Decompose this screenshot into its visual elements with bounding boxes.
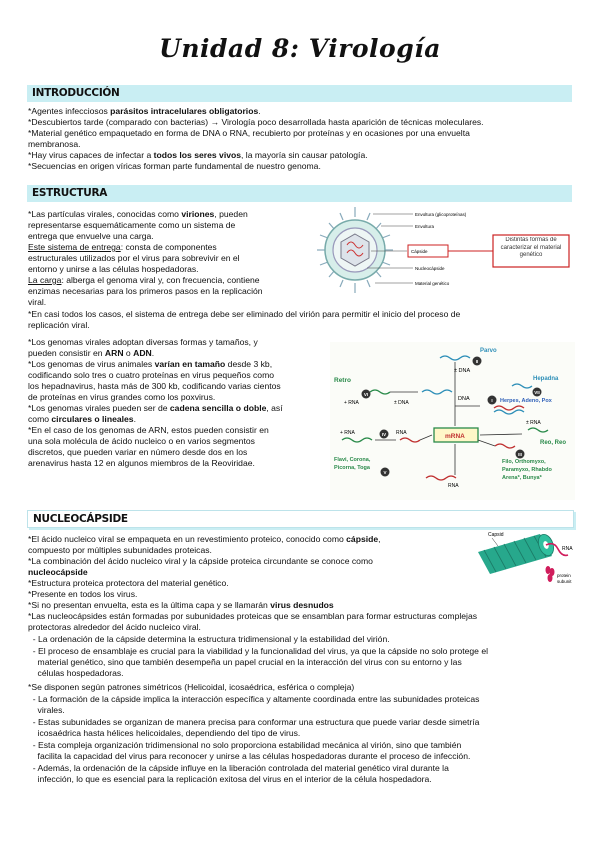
genoma-line: de proteínas en virus grandes como los p… [28,392,216,402]
genoma-line: discretos, que pueden variar en número d… [28,447,248,457]
genoma-line: como circulares o lineales. [28,414,136,424]
capsid-label: subunit [557,579,572,584]
estructura-line: entorno y unirse a las células hospedado… [28,264,199,274]
virion-icon [317,207,393,293]
nucleo-line: nucleocápside [28,567,88,577]
capsid-label: RNA [562,546,573,552]
capsid-label: Capsid [488,532,504,538]
intro-line-3: *Material genético empaquetado en forma … [28,128,470,138]
helical-capsid-icon [478,533,569,574]
estructura-line: representarse esquemáticamente como un s… [28,220,236,230]
class-number: V [383,470,386,475]
virion-callout: Distintas formas de caracterizar el mate… [500,237,562,258]
intro-line-5: *Hay virus capaces de infectar a todos l… [28,150,368,160]
intro-line-6: *Secuencias en origen víricas forman par… [28,161,321,171]
nucleo-line: - Estas subunidades se organizan de mane… [28,717,480,727]
section-header-nucleocapside: NUCLEOCÁPSIDE [27,510,574,528]
virion-diagram: Envoltura (glicoproteínas) Envoltura Nuc… [317,207,570,293]
genoma-line: *Los genomas virales pueden ser de caden… [28,403,283,413]
nucleo-line: *La combinación del ácido nucleico viral… [28,556,373,566]
genoma-line: los hepadnavirus, hasta más de 300 kb, c… [28,381,281,391]
genoma-line: codificando solo tres o cuatro proteínas… [28,370,275,380]
genoma-line: arenavirus hasta 12 en algunos miembros … [28,458,255,468]
label-reo: Reo, Reo [540,440,566,446]
page-title: Unidad 8: Virología [159,34,441,63]
intro-line-4: membranosa. [28,139,81,149]
genoma-line: *Los genomas virales adoptan diversas fo… [28,337,258,347]
estructura-line: Este sistema de entrega: consta de compo… [28,242,217,252]
nucleo-line: compuesto por múltiples subunidades prot… [28,545,212,555]
label-paramyxo: Paramyxo, Rhabdo [502,467,552,473]
class-number: IV [382,432,386,437]
class-number: VI [364,392,368,397]
intro-line-2: *Descubiertos tarde (comparado con bacte… [28,117,484,127]
estructura-line: *Las partículas virales, conocidas como … [28,209,248,219]
label-minusdna: ± DNA [394,400,409,406]
genoma-line: una sola molécula de ácido nucleico o en… [28,436,255,446]
nucleo-line: material genético, sino que también dese… [28,657,462,667]
label-picorna: Picorna, Toga [334,465,371,471]
label-dna: DNA [458,396,470,402]
nucleo-line: *El ácido nucleico viral se empaqueta en… [28,534,381,544]
label-plusrna-2: + RNA [340,430,356,436]
nucleo-line: *Presente en todos los virus. [28,589,138,599]
label-pmrna: ± RNA [526,420,541,426]
genoma-line: *En el caso de los genomas de ARN, estos… [28,425,269,435]
nucleo-line: protectoras alrededor del ácido nucleico… [28,622,201,632]
nucleo-line: - La formación de la cápside implica la … [28,694,480,704]
virion-label: Cápside [411,249,428,254]
capsid-label: protein [557,573,571,578]
estructura-line: La carga: alberga el genoma viral y, con… [28,275,260,285]
virion-label: Material genético [415,281,450,286]
nucleo-line: *Si no presentan envuelta, esta es la úl… [28,600,334,610]
nucleo-line: *Estructura proteica protectora del mate… [28,578,229,588]
nucleo-line: - Esta compleja organización tridimensio… [28,740,462,750]
capsid-diagram: Capsid RNA protein subunit [478,532,573,584]
nucleo-line: - Además, la ordenación de la cápside in… [28,763,449,773]
class-number: II [476,359,479,364]
virion-label: Envoltura (glicoproteínas) [415,212,467,217]
label-mrna: mRNA [445,433,465,440]
estructura-line: entrega que envuelve una carga. [28,231,154,241]
estructura-line: estructurales utilizados por el virus pa… [28,253,240,263]
estructura-line: enzimas necesarias para los primeros pas… [28,286,263,296]
class-number: VII [534,390,540,395]
label-flavi: Flavi, Corona, [334,457,371,463]
estructura-line: *En casi todos los casos, el sistema de … [28,309,461,319]
estructura-line: replicación viral. [28,320,90,330]
label-retro: Retro [334,377,351,384]
label-hepadna: Hepadna [533,376,559,382]
nucleo-line: infección, lo que es esencial para la re… [28,774,432,784]
label-rna: RNA [396,430,407,436]
nucleo-line: facilita la capacidad del virus para rec… [28,751,471,761]
class-number: III [518,452,522,457]
section-header-estructura: ESTRUCTURA [27,185,572,202]
nucleo-line: virales. [28,705,65,715]
virion-label: Nucleocápside [415,266,445,271]
label-parvo: Parvo [480,348,497,354]
genoma-line: *Los genomas de virus animales varían en… [28,359,273,369]
nucleo-line: icosaédrica hasta hélices helicoidales, … [28,728,301,738]
nucleo-line: células hospedadoras. [28,668,124,678]
baltimore-diagram: Parvo Hepadna Retro Herpes, Adeno, Pox R… [330,342,575,500]
label-herpes: Herpes, Adeno, Pox [500,398,553,404]
label-pmdna: ± DNA [454,368,470,374]
nucleo-line: - La ordenación de la cápside determina … [28,634,390,644]
estructura-line: viral. [28,297,47,307]
intro-line-1: *Agentes infecciosos parásitos intracelu… [28,106,261,116]
label-rna-2: RNA [448,483,459,489]
nucleo-line: *Las nucleocápsides están formadas por s… [28,611,478,621]
nucleo-line: - El proceso de ensamblaje es crucial pa… [28,646,489,656]
virion-label: Envoltura [415,224,435,229]
genoma-line: pueden consistir en ARN o ADN. [28,348,155,358]
class-number: I [491,398,492,403]
label-filo: Filo, Orthomyxo, [502,459,546,465]
label-plusrna: + RNA [344,400,360,406]
section-header-intro: INTRODUCCIÓN [27,85,572,102]
nucleo-line: *Se disponen según patrones simétricos (… [28,682,355,692]
label-arena: Arena*, Bunya* [502,475,543,481]
